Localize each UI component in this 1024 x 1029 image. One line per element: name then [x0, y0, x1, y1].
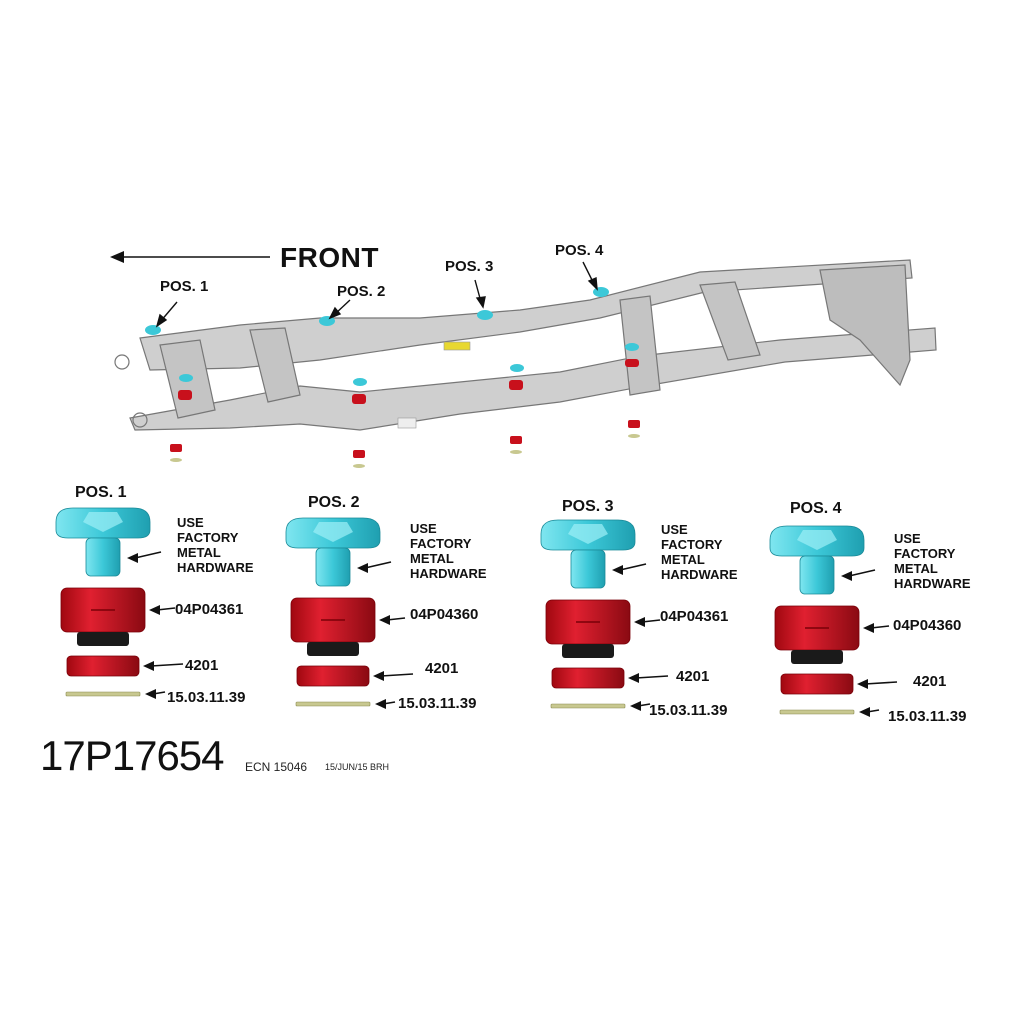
- part-number: 17P17654: [40, 732, 225, 779]
- group-2-title: POS. 2: [308, 494, 360, 511]
- group-2-bushing-label: 04P04360: [410, 606, 479, 623]
- group-2-cap-hex-icon: [313, 522, 353, 542]
- group-4-bushing-label: 04P04360: [893, 617, 962, 634]
- group-3-bushing-arrow-head: [634, 617, 645, 627]
- group-3-bushing-label: 04P04361: [660, 608, 729, 625]
- group-3-washer-icon: [550, 703, 626, 709]
- group-1-spacer-arrow-head: [143, 661, 154, 671]
- group-4-hardware-note: USE FACTORY METAL HARDWARE: [894, 531, 971, 591]
- group-1-spacer-arrow: [150, 663, 184, 667]
- frame-pos-arrows: [155, 261, 598, 328]
- group-3-washer-label: 15.03.11.39: [649, 702, 728, 719]
- ecn-date: 15/JUN/15 BRH: [325, 762, 390, 772]
- group-4-spacer-icon: [780, 673, 854, 695]
- group-4-washer-icon: [779, 709, 855, 715]
- group-4-bushing-arrow-head: [863, 623, 874, 633]
- group-4-cap-hex-icon: [797, 530, 837, 550]
- group-1-title: POS. 1: [75, 484, 127, 501]
- group-4-spacer-arrow: [864, 681, 898, 685]
- group-3-spacer-icon: [551, 667, 625, 689]
- group-1-washer-arrow-head: [145, 689, 156, 699]
- group-2-spacer-icon: [296, 665, 370, 687]
- group-4-spacer-label: 4201: [913, 673, 947, 690]
- group-2-washer-arrow-head: [375, 699, 386, 709]
- group-1-sleeve-icon: [85, 537, 121, 577]
- group-3-cap-hex-icon: [568, 524, 608, 544]
- group-3-hardware-arrow: [619, 563, 647, 571]
- front-label: FRONT: [280, 242, 379, 273]
- group-1-bushing-base-icon: [77, 632, 129, 646]
- group-2-spacer-label: 4201: [425, 660, 459, 677]
- group-4-bushing-base-icon: [791, 650, 843, 664]
- chassis-frame: [114, 259, 937, 431]
- group-4-spacer-arrow-head: [857, 679, 868, 689]
- group-1-hardware-arrow-head: [127, 553, 138, 563]
- group-3-spacer-arrow-head: [628, 673, 639, 683]
- group-1-spacer-icon: [66, 655, 140, 677]
- group-2-bushing-arrow-head: [379, 615, 390, 625]
- group-2-washer-label: 15.03.11.39: [398, 695, 477, 712]
- group-3-sleeve-icon: [570, 549, 606, 589]
- group-4-sleeve-icon: [799, 555, 835, 595]
- group-2-sleeve-icon: [315, 547, 351, 587]
- group-2-hardware-arrow: [364, 561, 392, 569]
- group-1-hardware-note: USE FACTORY METAL HARDWARE: [177, 515, 254, 575]
- group-2-washer-icon: [295, 701, 371, 707]
- frame-mount-markers: [145, 287, 640, 468]
- group-3-washer-arrow-head: [630, 701, 641, 711]
- group-2-hardware-note: USE FACTORY METAL HARDWARE: [410, 521, 487, 581]
- group-1-bushing-arrow-head: [149, 605, 160, 615]
- group-1-washer-label: 15.03.11.39: [167, 689, 246, 706]
- group-4-washer-label: 15.03.11.39: [888, 708, 967, 725]
- group-2-spacer-arrow: [380, 673, 414, 677]
- group-1-bushing-label: 04P04361: [175, 601, 244, 618]
- group-4-washer-arrow-head: [859, 707, 870, 717]
- group-3-hardware-note: USE FACTORY METAL HARDWARE: [661, 522, 738, 582]
- frame-pos-2-label: POS. 2: [337, 283, 386, 300]
- group-3-title: POS. 3: [562, 498, 614, 515]
- group-4-title: POS. 4: [790, 500, 842, 517]
- group-1-cap-hex-icon: [83, 512, 123, 532]
- group-3-spacer-label: 4201: [676, 668, 710, 685]
- frame-pos-3-label: POS. 3: [445, 258, 494, 275]
- group-3-bushing-base-icon: [562, 644, 614, 658]
- group-2-hardware-arrow-head: [357, 563, 368, 573]
- group-4-hardware-arrow: [848, 569, 876, 577]
- group-2-spacer-arrow-head: [373, 671, 384, 681]
- frame-pos-4-label: POS. 4: [555, 242, 604, 259]
- group-1-spacer-label: 4201: [185, 657, 219, 674]
- ecn-label: ECN 15046: [245, 760, 308, 774]
- group-3-hardware-arrow-head: [612, 565, 623, 575]
- group-3-spacer-arrow: [635, 675, 669, 679]
- front-arrow: [110, 251, 270, 263]
- group-2-bushing-base-icon: [307, 642, 359, 656]
- frame-pos-1-label: POS. 1: [160, 278, 209, 295]
- group-1-washer-icon: [65, 691, 141, 697]
- group-1-hardware-arrow: [134, 551, 162, 559]
- group-4-hardware-arrow-head: [841, 571, 852, 581]
